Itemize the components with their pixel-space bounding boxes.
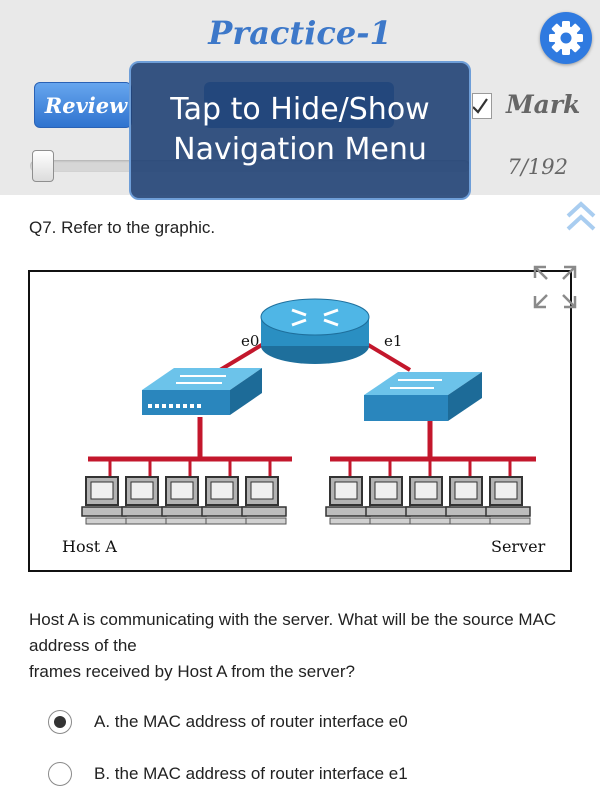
answer-option-b[interactable]: B. the MAC address of router interface e… xyxy=(48,760,588,790)
answer-option-label[interactable]: B. the MAC address of router interface e… xyxy=(94,764,408,783)
host-a-label: Host A xyxy=(62,537,117,556)
expand-image-button[interactable] xyxy=(532,264,578,310)
mark-label[interactable]: Mark xyxy=(506,90,581,119)
switch-left-icon xyxy=(142,368,262,415)
tooltip-line-1: Tap to Hide/Show xyxy=(170,92,430,127)
question-counter: 7/192 xyxy=(507,155,568,179)
radio-button-a[interactable] xyxy=(48,710,72,734)
mark-checkbox[interactable] xyxy=(472,93,492,119)
question-text: Host A is communicating with the server.… xyxy=(29,607,589,685)
interface-label-e1: e1 xyxy=(384,332,403,350)
collapse-button[interactable] xyxy=(565,199,597,235)
answer-option-a[interactable]: A. the MAC address of router interface e… xyxy=(48,708,588,738)
network-diagram-graphic xyxy=(81,298,536,525)
review-button[interactable]: Review xyxy=(34,82,132,128)
gear-icon xyxy=(549,21,583,55)
navigation-menu-tooltip[interactable]: Tap to Hide/Show Navigation Menu xyxy=(129,61,471,200)
radio-button-b[interactable] xyxy=(48,762,72,786)
page-title: Practice-1 xyxy=(208,14,392,52)
host-computers xyxy=(81,476,531,525)
question-text-line: Host A is communicating with the server.… xyxy=(29,610,557,655)
network-diagram: e0 e1 Host A Server xyxy=(28,270,572,572)
host-drops xyxy=(108,459,512,477)
interface-label-e0: e0 xyxy=(241,332,260,350)
switch-right-icon xyxy=(364,372,482,421)
question-title: Q7. Refer to the graphic. xyxy=(29,218,216,237)
checkmark-icon xyxy=(472,98,488,114)
router-icon xyxy=(260,298,370,364)
tooltip-line-2: Navigation Menu xyxy=(173,132,427,167)
answer-option-label[interactable]: A. the MAC address of router interface e… xyxy=(94,712,408,731)
settings-button[interactable] xyxy=(540,12,592,64)
double-chevron-up-icon xyxy=(566,201,596,231)
question-text-line: frames received by Host A from the serve… xyxy=(29,662,355,681)
server-label: Server xyxy=(491,537,546,556)
expand-icon xyxy=(533,265,577,309)
radio-selected-dot xyxy=(54,716,66,728)
question-slider-thumb[interactable] xyxy=(32,150,54,182)
